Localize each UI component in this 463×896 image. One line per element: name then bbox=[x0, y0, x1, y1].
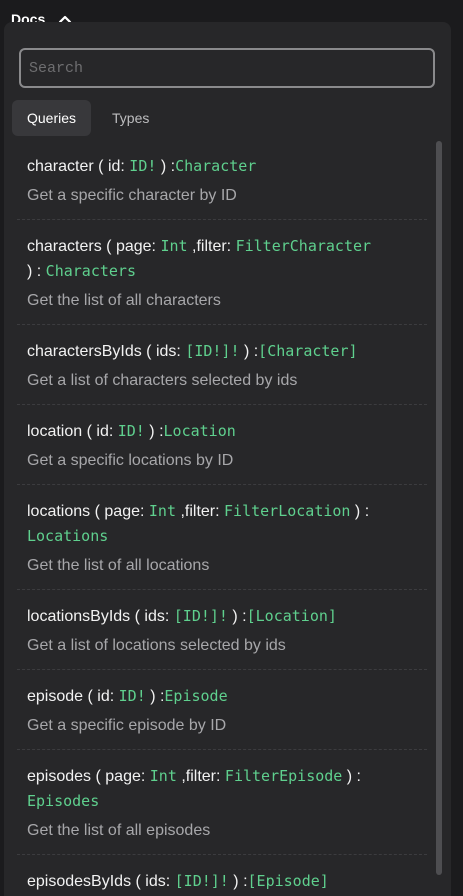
arg-name: filter bbox=[184, 503, 216, 520]
query-description: Get a specific character by ID bbox=[27, 187, 237, 204]
query-description: Get a specific locations by ID bbox=[27, 452, 234, 469]
arg-name: ids bbox=[144, 608, 165, 625]
tab-types[interactable]: Types bbox=[112, 110, 150, 126]
query-signature: locations ( page: Int ,filter: FilterLoc… bbox=[27, 502, 370, 545]
query-entry-locationsbyids[interactable]: locationsByIds ( ids: [ID!]! ) :[Locatio… bbox=[17, 590, 427, 670]
arg-name: id bbox=[97, 688, 110, 705]
arg-type[interactable]: FilterEpisode bbox=[224, 767, 343, 785]
query-description: Get the list of all locations bbox=[27, 557, 210, 574]
query-entry-episodesbyids[interactable]: episodesByIds ( ids: [ID!]! ) :[Episode] bbox=[17, 855, 427, 896]
query-entry-episodes[interactable]: episodes ( page: Int ,filter: FilterEpis… bbox=[17, 750, 427, 855]
return-type[interactable]: Characters bbox=[45, 262, 136, 280]
arg-name: filter bbox=[185, 768, 217, 785]
arg-name: page bbox=[115, 238, 152, 255]
field-name: locationsByIds bbox=[27, 608, 131, 625]
arg-type[interactable]: ID! bbox=[129, 157, 157, 175]
arg-type[interactable]: ID! bbox=[117, 422, 145, 440]
return-type[interactable]: [Episode] bbox=[247, 872, 329, 890]
query-signature: location ( id: ID! ) :Location bbox=[27, 422, 236, 440]
query-list: character ( id: ID! ) :Character Get a s… bbox=[17, 140, 427, 896]
query-entry-charactersbyids[interactable]: charactersByIds ( ids: [ID!]! ) :[Charac… bbox=[17, 325, 427, 405]
query-signature: locationsByIds ( ids: [ID!]! ) :[Locatio… bbox=[27, 607, 337, 625]
field-name: episodesByIds bbox=[27, 873, 132, 890]
tab-queries[interactable]: Queries bbox=[12, 100, 92, 136]
field-name: characters bbox=[27, 238, 102, 255]
scrollbar[interactable] bbox=[436, 141, 442, 875]
arg-type[interactable]: [ID!]! bbox=[174, 872, 229, 890]
field-name: charactersByIds bbox=[27, 343, 142, 360]
return-type[interactable]: [Character] bbox=[258, 342, 358, 360]
arg-name: ids bbox=[145, 873, 166, 890]
return-type[interactable]: Character bbox=[175, 157, 257, 175]
query-entry-character[interactable]: character ( id: ID! ) :Character Get a s… bbox=[17, 140, 427, 220]
arg-name: id bbox=[107, 158, 121, 175]
query-description: Get a list of characters selected by ids bbox=[27, 372, 298, 389]
arg-type[interactable]: [ID!]! bbox=[173, 607, 228, 625]
field-name: episodes bbox=[27, 768, 92, 785]
field-name: locations bbox=[27, 503, 91, 520]
chevron-up-icon[interactable] bbox=[57, 12, 73, 26]
return-type[interactable]: Episodes bbox=[27, 792, 100, 810]
arg-name: filter bbox=[196, 238, 227, 255]
query-description: Get a list of locations selected by ids bbox=[27, 637, 286, 654]
arg-type[interactable]: ID! bbox=[118, 687, 146, 705]
return-type[interactable]: Episode bbox=[164, 687, 228, 705]
search-input[interactable] bbox=[19, 48, 435, 88]
arg-type[interactable]: Int bbox=[148, 502, 176, 520]
field-name: location bbox=[27, 423, 83, 440]
arg-name: page bbox=[104, 503, 140, 520]
arg-type[interactable]: FilterCharacter bbox=[235, 237, 372, 255]
query-entry-characters[interactable]: characters ( page: Int ,filter: FilterCh… bbox=[17, 220, 427, 325]
return-type[interactable]: [Location] bbox=[246, 607, 337, 625]
query-signature: episodesByIds ( ids: [ID!]! ) :[Episode] bbox=[27, 872, 329, 890]
arg-type[interactable]: FilterLocation bbox=[224, 502, 351, 520]
return-type[interactable]: Location bbox=[163, 422, 236, 440]
query-signature: episode ( id: ID! ) :Episode bbox=[27, 687, 228, 705]
query-entry-location[interactable]: location ( id: ID! ) :Location Get a spe… bbox=[17, 405, 427, 485]
arg-name: id bbox=[96, 423, 109, 440]
arg-type[interactable]: Int bbox=[160, 237, 188, 255]
query-signature: episodes ( page: Int ,filter: FilterEpis… bbox=[27, 767, 361, 810]
query-entry-locations[interactable]: locations ( page: Int ,filter: FilterLoc… bbox=[17, 485, 427, 590]
query-entry-episode[interactable]: episode ( id: ID! ) :Episode Get a speci… bbox=[17, 670, 427, 750]
docs-header[interactable]: Docs bbox=[0, 0, 463, 27]
return-type[interactable]: Locations bbox=[27, 527, 109, 545]
arg-type[interactable]: Int bbox=[149, 767, 177, 785]
arg-name: page bbox=[105, 768, 141, 785]
field-name: episode bbox=[27, 688, 84, 705]
query-description: Get a specific episode by ID bbox=[27, 717, 227, 734]
docs-panel: Queries Types character ( id: ID! ) :Cha… bbox=[4, 22, 451, 896]
query-description: Get the list of all episodes bbox=[27, 822, 211, 839]
field-name: character bbox=[27, 158, 94, 175]
query-description: Get the list of all characters bbox=[27, 292, 221, 309]
query-signature: charactersByIds ( ids: [ID!]! ) :[Charac… bbox=[27, 342, 358, 360]
arg-name: ids bbox=[155, 343, 177, 360]
arg-type[interactable]: [ID!]! bbox=[185, 342, 240, 360]
query-signature: characters ( page: Int ,filter: FilterCh… bbox=[27, 237, 372, 280]
query-signature: character ( id: ID! ) :Character bbox=[27, 157, 257, 175]
